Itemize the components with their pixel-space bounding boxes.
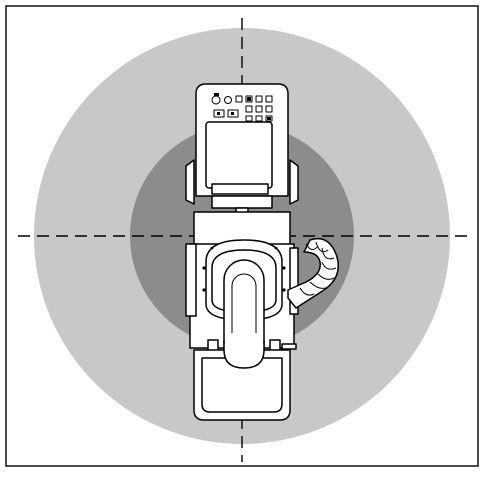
panel-base [211,183,269,195]
housing-hinge [211,195,273,209]
fasteners [202,246,286,292]
handle-column-bottom [223,340,265,369]
machine [185,83,339,421]
indicator-marks [214,93,271,120]
right-upper-flange [289,159,299,205]
left-side-rail [185,243,197,317]
display-panel [205,121,273,189]
right-side-rail [289,247,299,315]
lower-tray-inner [201,357,283,413]
side-lever [281,343,297,350]
handle-column-cover [224,330,264,368]
left-upper-flange [185,159,195,205]
hose-ribs [299,241,337,296]
